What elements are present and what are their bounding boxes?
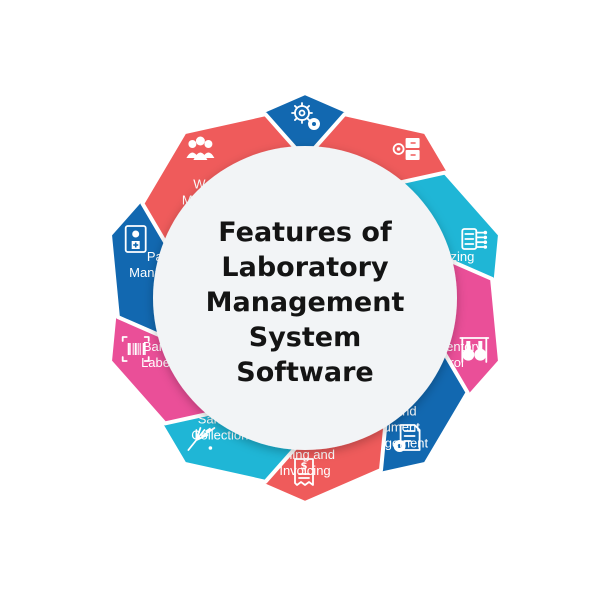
barcode-scan-icon	[121, 336, 150, 362]
patient-id-icon	[124, 225, 147, 253]
center-circle	[153, 146, 457, 450]
team-people-icon	[186, 136, 215, 160]
inventory-boxes-icon	[392, 138, 420, 160]
invoice-receipt-icon: $	[294, 458, 314, 486]
feature-label-line: Invoicing	[279, 463, 330, 478]
gloved-hand-syringe-icon	[187, 427, 216, 451]
center-title-line-2: Laboratory	[221, 252, 389, 283]
svg-text:$: $	[301, 461, 308, 472]
gears-icon	[291, 102, 320, 130]
center-title-line-3: Management	[205, 287, 405, 318]
circuit-board-icon	[461, 228, 488, 250]
center-title: Features of Laboratory Management System…	[180, 215, 430, 390]
center-title-line-4: System Software	[236, 322, 374, 388]
center-title-line-1: Features of	[218, 217, 392, 248]
document-gear-icon	[393, 424, 421, 452]
flasks-rack-icon	[459, 337, 490, 363]
